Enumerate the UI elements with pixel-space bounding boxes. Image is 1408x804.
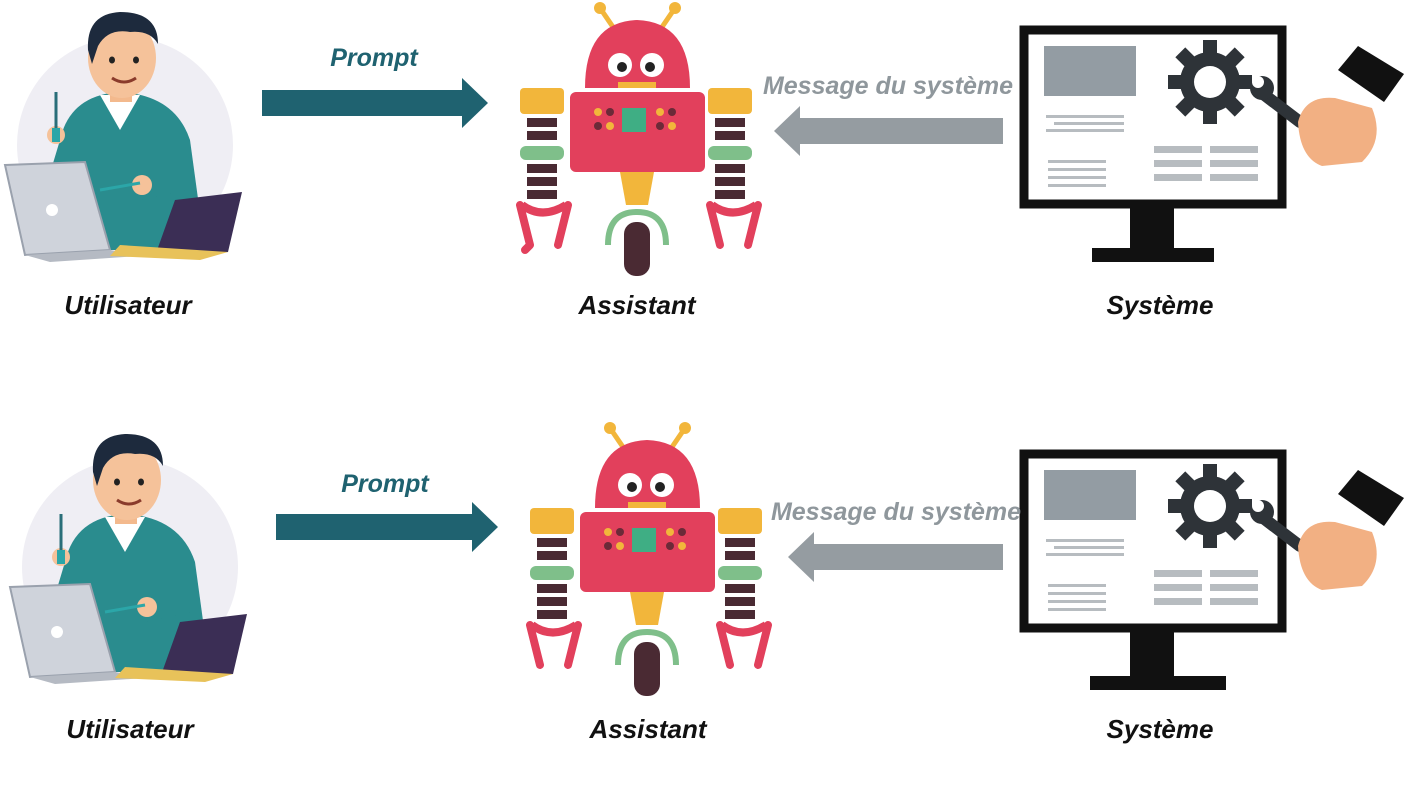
prompt-arrow xyxy=(276,502,498,552)
diagram-row-2: Prompt Message du système Utilisateur As… xyxy=(0,420,1408,804)
diagram-row-1-graphics xyxy=(3,2,1404,276)
diagram-row-2-graphics xyxy=(8,422,1404,696)
system-message-label: Message du système xyxy=(770,498,1022,526)
system-message-arrow xyxy=(774,106,1003,156)
assistant-label: Assistant xyxy=(589,714,707,744)
system-message-label: Message du système xyxy=(762,72,1014,100)
diagram-row-1: Prompt Message du système Utilisateur As… xyxy=(0,0,1408,384)
prompt-label: Prompt xyxy=(330,44,418,72)
user-label: Utilisateur xyxy=(66,714,194,744)
prompt-arrow xyxy=(262,78,488,128)
robot-icon xyxy=(526,422,772,696)
system-label: Système xyxy=(1106,714,1214,744)
system-message-arrow xyxy=(788,532,1003,582)
prompt-label: Prompt xyxy=(341,470,429,498)
system-label: Système xyxy=(1106,290,1214,320)
user-label: Utilisateur xyxy=(64,290,192,320)
user-laptop-icon xyxy=(8,434,247,684)
robot-icon xyxy=(516,2,762,276)
user-laptop-icon xyxy=(3,12,242,262)
monitor-gear-wrench-icon xyxy=(1019,449,1404,690)
assistant-label: Assistant xyxy=(578,290,696,320)
monitor-gear-wrench-icon xyxy=(1019,25,1404,262)
